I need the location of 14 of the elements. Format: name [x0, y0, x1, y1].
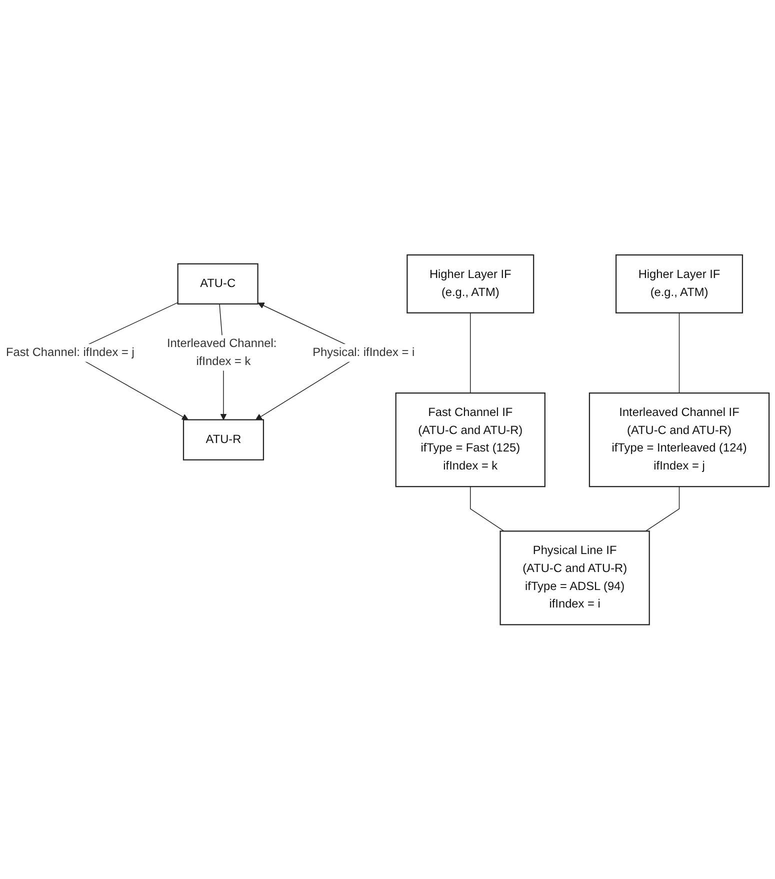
connector: [470, 312, 471, 394]
node-box: Fast Channel IF (ATU-C and ATU-R) ifType = Fast (125) ifIndex = k: [395, 392, 546, 487]
edge-label: Fast Channel: ifIndex = j: [6, 346, 134, 359]
connector: [470, 486, 504, 532]
node-box: Higher Layer IF (e.g., ATM): [615, 254, 744, 314]
node-box: Higher Layer IF (e.g., ATM): [406, 254, 534, 314]
node-box: Physical Line IF (ATU-C and ATU-R) ifType = ADSL (94) ifIndex = i: [500, 530, 650, 625]
edge-label: Physical: ifIndex = i: [312, 346, 415, 359]
edge-label: Interleaved Channel: ifIndex = k: [167, 337, 277, 368]
node-box: Interleaved Channel IF (ATU-C and ATU-R) ifType = Interleaved (124) ifIndex = j: [588, 392, 770, 487]
connector: [678, 312, 680, 394]
node-box: ATU-R: [182, 418, 264, 460]
node-box: ATU-C: [177, 262, 258, 304]
connector: [645, 486, 680, 532]
